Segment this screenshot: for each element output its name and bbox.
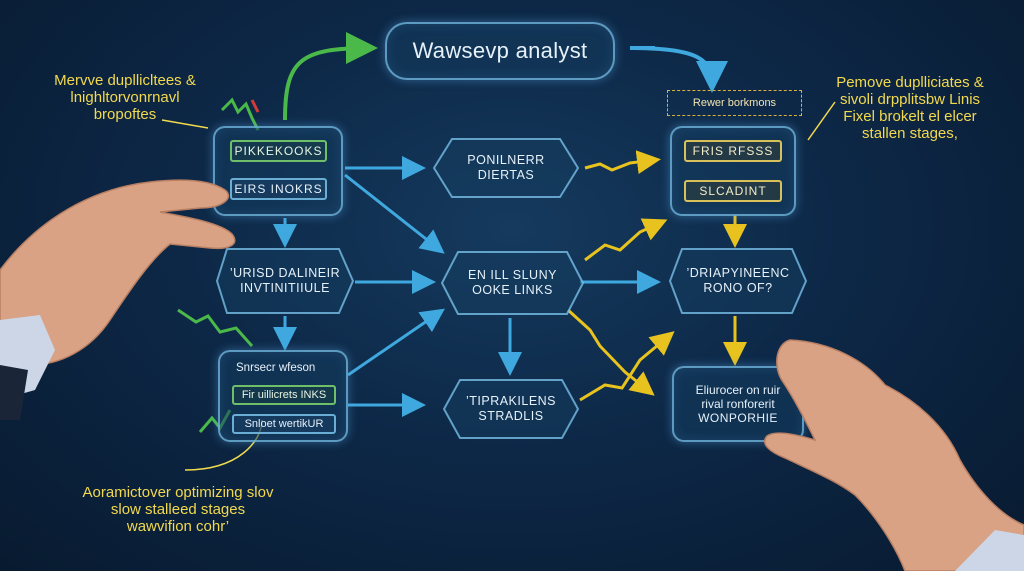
node-right-mid: ’DRIAPYINEENC RONO OF? bbox=[668, 247, 808, 315]
node-center-top: PONILNERR DIERTAS bbox=[432, 137, 580, 199]
note-bottom-left: Aoramictover optimizing slov slow stalle… bbox=[58, 484, 298, 535]
node-left-top: PIKKEKOOKS EIRS INOKRS bbox=[213, 126, 343, 216]
diagram-title: Wawsevp analyst bbox=[385, 22, 615, 80]
tag-left-top-1: PIKKEKOOKS bbox=[230, 140, 327, 162]
left-hand-illustration bbox=[0, 179, 236, 420]
right-hand-illustration bbox=[764, 339, 1024, 571]
arrow-left-to-title bbox=[283, 32, 378, 121]
tag-right-top-2: SLCADINT bbox=[684, 180, 782, 202]
right-bottom-line-1: Eliurocer on ruir bbox=[695, 383, 781, 397]
right-bottom-line-3: WONPORHIE bbox=[698, 411, 778, 425]
arrow-centermid-to-righttop bbox=[584, 218, 668, 262]
right-bottom-line-2: rival ronforerit bbox=[701, 397, 775, 411]
arrow-title-to-right bbox=[629, 46, 728, 93]
title-text: Wawsevp analyst bbox=[412, 38, 588, 63]
node-left-bottom: Snrsecr wfeson Fir uillicrets INKS Snloe… bbox=[218, 350, 348, 442]
tag-left-top-2: EIRS INOKRS bbox=[230, 178, 327, 200]
note-left-top-line-1: Mervve dupllicltees & bbox=[54, 72, 196, 89]
center-top-line-1: PONILNERR bbox=[467, 153, 545, 167]
center-bottom-line-2: STRADLIS bbox=[478, 409, 544, 423]
center-bottom-line-1: ’TIPRAKILENS bbox=[465, 394, 557, 408]
note-left-top-line-3: bropoftes bbox=[93, 106, 157, 123]
node-left-mid: ’URISD DALINEIR INVTINITIIULE bbox=[215, 247, 355, 315]
arrow-centerbottom-to-rightmid bbox=[579, 331, 675, 402]
note-right-top: Pemove duplliciates & sivoli drpplitsbw … bbox=[815, 74, 1005, 142]
note-right-top-line-2: sivoli drpplitsbw Linis bbox=[839, 91, 981, 108]
note-bottom-left-line-3: wawvifion cohr’ bbox=[126, 518, 230, 535]
tag-left-bottom-2: Snloet wertikUR bbox=[232, 414, 336, 434]
center-mid-line-1: EN ILL SLUNY bbox=[468, 268, 557, 282]
right-mid-line-2: RONO OF? bbox=[703, 281, 773, 295]
red-tick-mark bbox=[250, 99, 260, 113]
pointer-right-note bbox=[807, 101, 836, 141]
arrow-centermid-to-rightbottom bbox=[566, 308, 655, 396]
arrow-leftbottom-to-centermid bbox=[347, 308, 445, 377]
arrow-lefttop-to-centermid bbox=[344, 173, 445, 254]
left-mid-line-1: ’URISD DALINEIR bbox=[229, 266, 341, 280]
tag-right-top-1: FRIS RFSSS bbox=[684, 140, 782, 162]
note-right-top-line-4: stallen stages, bbox=[862, 125, 958, 142]
node-center-bottom: ’TIPRAKILENS STRADLIS bbox=[442, 378, 580, 440]
note-left-top-line-2: lnighltorvonrnavl bbox=[70, 89, 180, 106]
center-mid-line-2: OOKE LINKS bbox=[472, 283, 553, 297]
left-mid-line-2: INVTINITIIULE bbox=[240, 281, 330, 295]
note-bottom-left-line-2: slow stalleed stages bbox=[110, 501, 246, 518]
green-scribble-top bbox=[220, 97, 260, 131]
note-right-top-line-1: Pemove duplliciates & bbox=[836, 74, 984, 91]
node-center-mid: EN ILL SLUNY OOKE LINKS bbox=[440, 250, 585, 316]
pointer-left-note bbox=[161, 119, 209, 129]
tag-left-bottom: Fir uillicrets INKS bbox=[232, 385, 336, 405]
center-top-line-2: DIERTAS bbox=[477, 168, 535, 182]
note-bottom-left-line-1: Aoramictover optimizing slov bbox=[82, 484, 274, 501]
note-left-top: Mervve dupllicltees & lnighltorvonrnavl … bbox=[40, 72, 210, 123]
left-bottom-line-1: Snrsecr wfeson bbox=[236, 362, 316, 374]
arrow-centertop-to-righttop bbox=[584, 150, 661, 175]
right-mid-line-1: ’DRIAPYINEENC bbox=[686, 266, 790, 280]
right-top-header: Rewer borkmons bbox=[667, 90, 802, 116]
green-scribble-mid bbox=[177, 308, 254, 347]
node-right-top: FRIS RFSSS SLCADINT bbox=[670, 126, 796, 216]
note-right-top-line-3: Fixel brokelt el elcer bbox=[843, 108, 977, 125]
